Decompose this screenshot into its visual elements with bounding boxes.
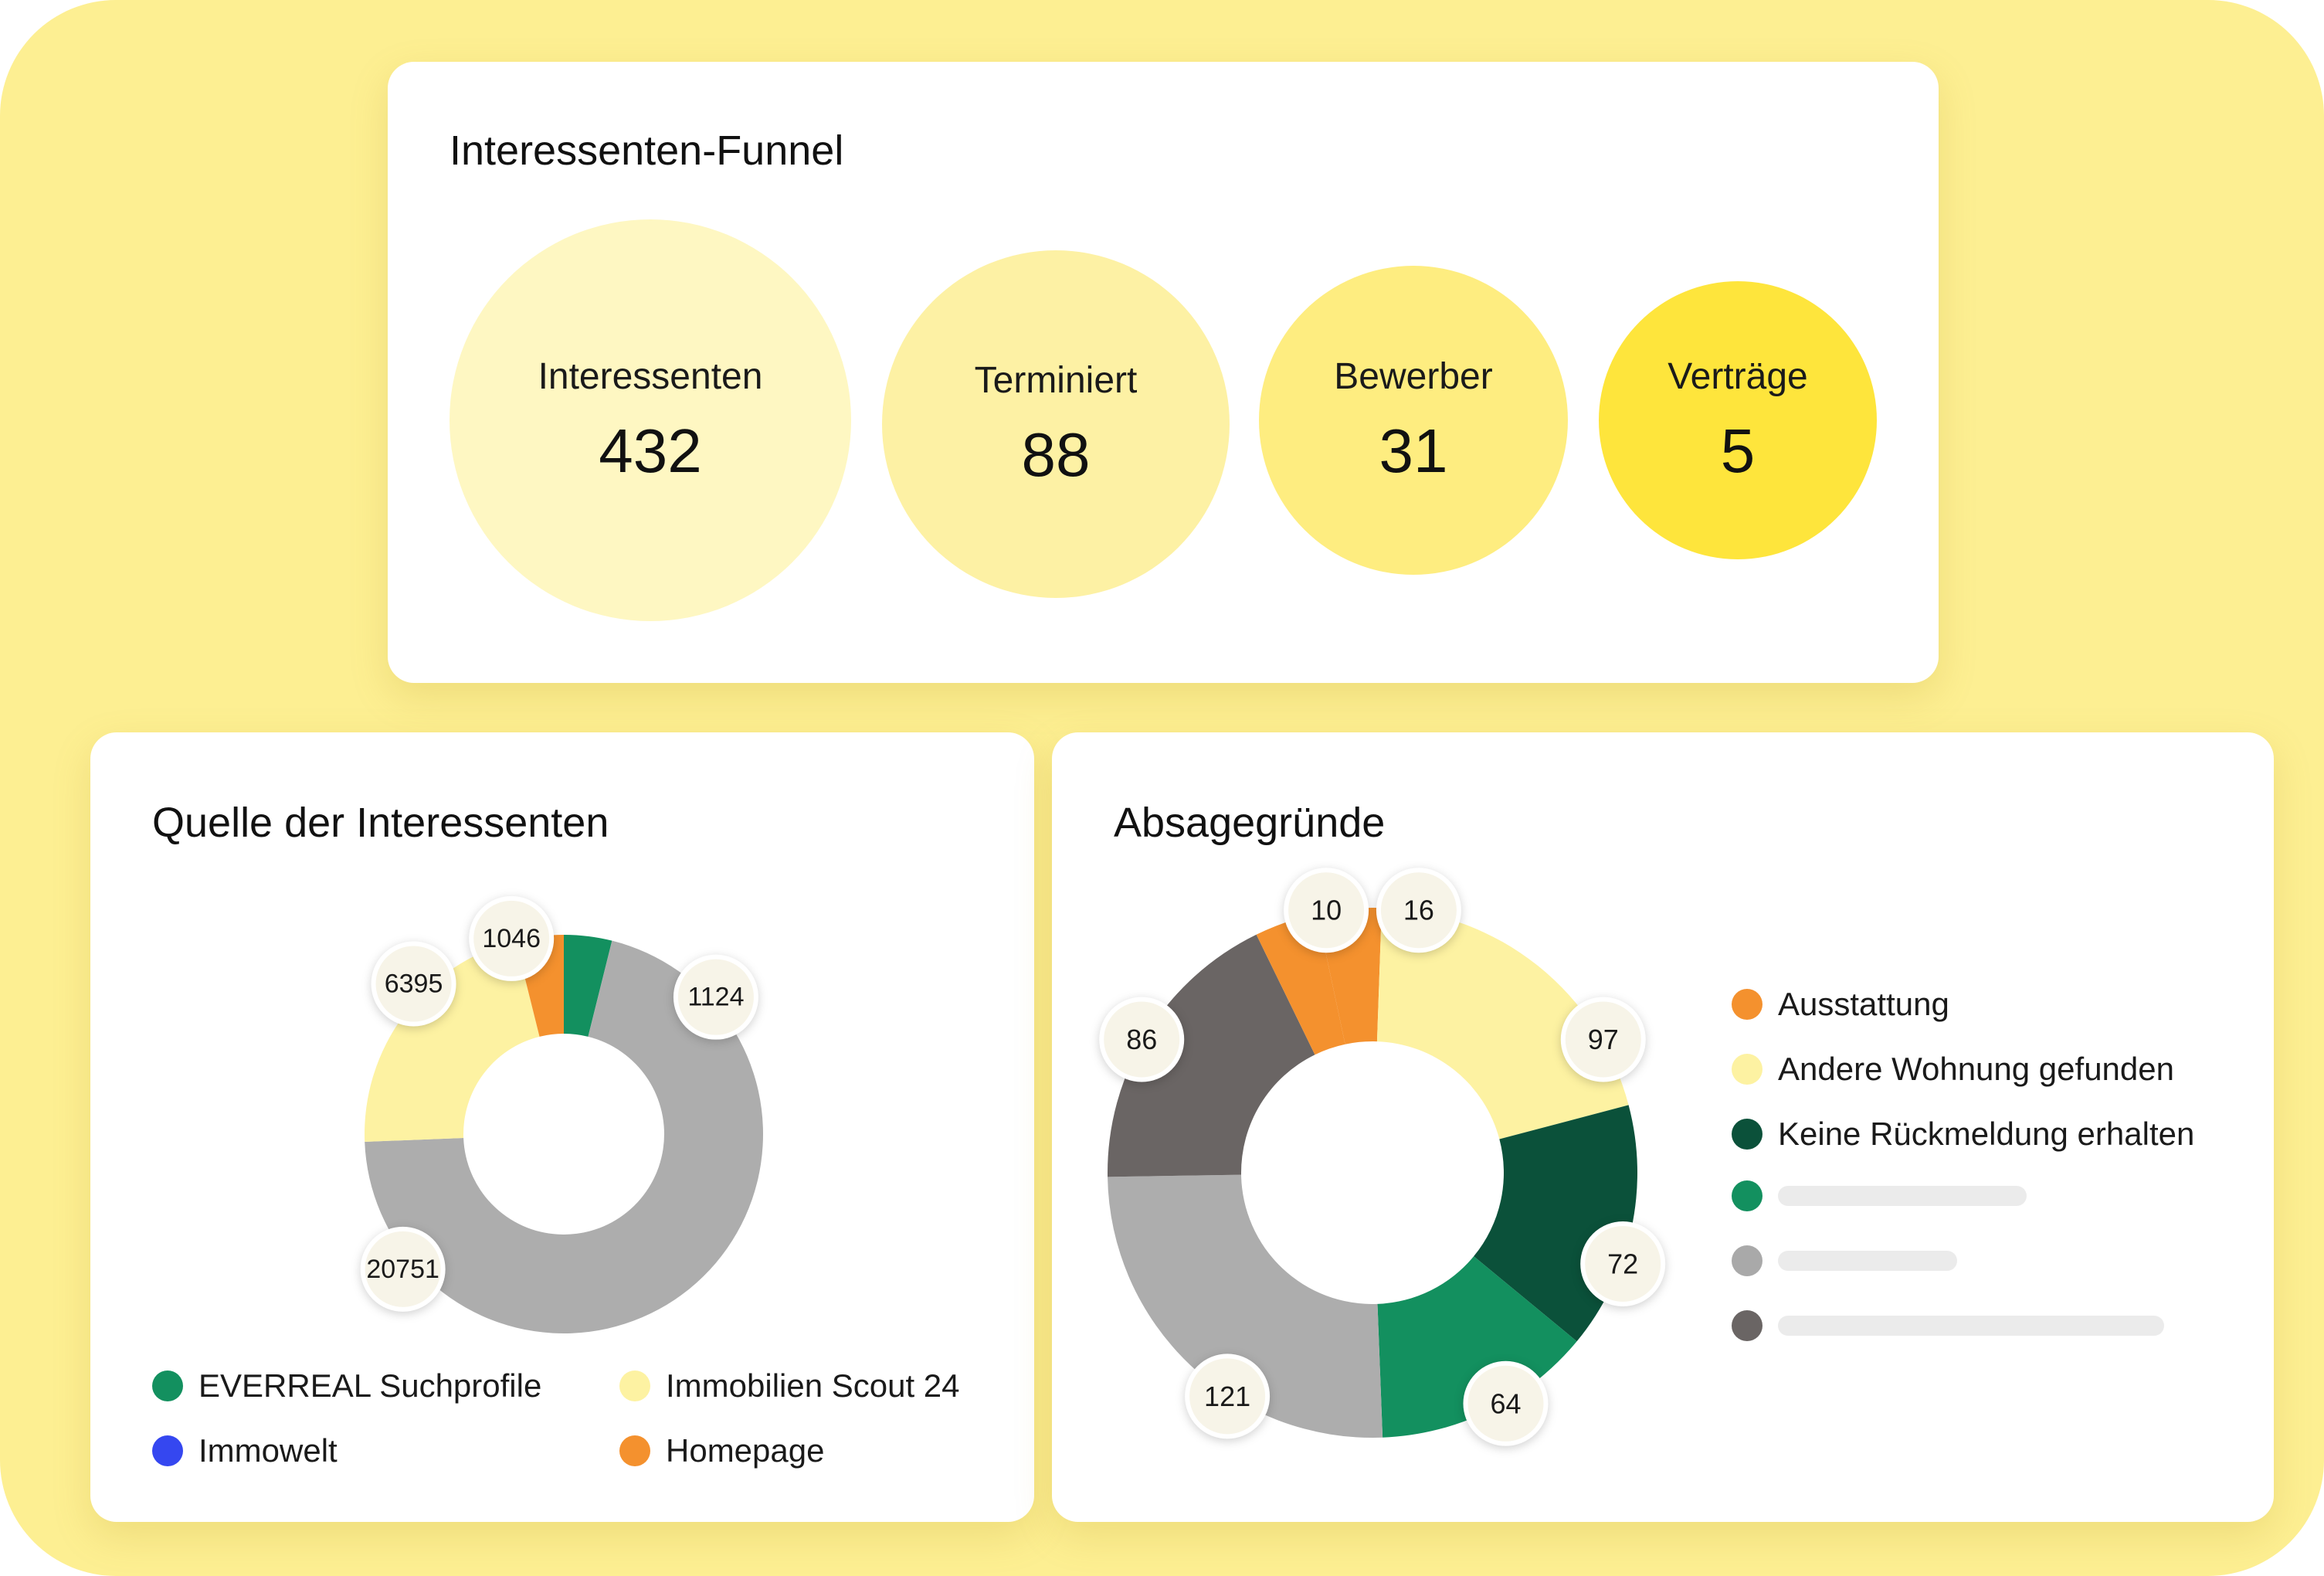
absage-donut-chart: 16 97 72 64 121 86 10	[1099, 868, 1666, 1446]
legend-placeholder-bar	[1778, 1316, 2164, 1336]
donut-slice	[1108, 934, 1315, 1177]
badge-circle	[673, 954, 758, 1040]
funnel-stage-label: Terminiert	[974, 360, 1138, 401]
legend-placeholder-bar	[1778, 1186, 2027, 1206]
badge-circle	[1580, 1221, 1666, 1306]
funnel-stage-value: 432	[599, 416, 702, 485]
badge-circle	[1185, 1354, 1271, 1439]
badge-label: 86	[1126, 1024, 1157, 1055]
funnel-card: Interessenten-Funnel Interessenten 432 T…	[388, 62, 1939, 683]
absage-card: Absagegründe 16 97 72 64 121 86 10 Ausstattung…	[1052, 732, 2274, 1522]
badge-label: 1046	[482, 924, 541, 953]
legend-label: Immowelt	[198, 1432, 338, 1469]
source-legend-immowelt: Immowelt	[152, 1432, 338, 1469]
legend-label: Ausstattung	[1778, 986, 1949, 1022]
badge-label: 72	[1607, 1248, 1638, 1279]
legend-color-dot	[1732, 1119, 1763, 1150]
donut-slice	[1376, 908, 1629, 1140]
donut-slice	[365, 940, 540, 1142]
absage-legend-ausstattung: Ausstattung	[1732, 986, 1949, 1023]
badge-label: 97	[1588, 1024, 1619, 1055]
absage-title: Absagegründe	[1114, 800, 1386, 846]
donut-slice	[365, 940, 764, 1333]
source-title: Quelle der Interessenten	[152, 800, 609, 846]
donut-value-badge: 121	[1185, 1354, 1271, 1439]
funnel-bubble-vertraege: Verträge 5	[1599, 281, 1877, 559]
funnel-stage-label: Verträge	[1668, 356, 1808, 397]
absage-legend-placeholder-3	[1732, 1310, 2164, 1341]
badge-label: 1124	[687, 983, 744, 1012]
absage-legend-keine-rueckmeldung: Keine Rückmeldung erhalten	[1732, 1116, 2194, 1153]
legend-color-dot	[619, 1371, 650, 1401]
absage-legend-placeholder-1	[1732, 1180, 2027, 1211]
donut-value-badge: 20751	[360, 1226, 446, 1312]
legend-label: Homepage	[666, 1432, 825, 1469]
donut-value-badge: 64	[1463, 1360, 1549, 1446]
badge-circle	[1284, 868, 1369, 953]
badge-circle	[1099, 997, 1185, 1082]
funnel-stage-label: Interessenten	[538, 356, 763, 397]
legend-color-dot	[1732, 1310, 1763, 1341]
funnel-bubble-bewerber: Bewerber 31	[1259, 266, 1568, 575]
legend-color-dot	[1732, 1245, 1763, 1276]
donut-value-badge: 97	[1560, 997, 1646, 1082]
absage-legend-placeholder-2	[1732, 1245, 1957, 1276]
donut-slice	[1377, 1256, 1577, 1438]
donut-value-badge: 86	[1099, 997, 1185, 1082]
funnel-bubble-interessenten: Interessenten 432	[450, 219, 851, 621]
donut-value-badge: 72	[1580, 1221, 1666, 1306]
funnel-title: Interessenten-Funnel	[450, 127, 844, 174]
donut-value-badge: 1046	[469, 895, 555, 981]
funnel-bubble-terminiert: Terminiert 88	[882, 250, 1230, 598]
donut-value-badge: 10	[1284, 868, 1369, 953]
badge-label: 6395	[385, 970, 443, 999]
badge-circle	[360, 1226, 446, 1312]
donut-value-badge: 1124	[673, 954, 758, 1040]
legend-label: Keine Rückmeldung erhalten	[1778, 1116, 2195, 1152]
badge-circle	[1463, 1360, 1549, 1446]
donut-value-badge: 6395	[371, 941, 456, 1027]
source-legend-immoscout: Immobilien Scout 24	[619, 1367, 960, 1404]
funnel-stage-label: Bewerber	[1334, 356, 1493, 397]
donut-slice	[1108, 1174, 1383, 1438]
legend-color-dot	[152, 1435, 183, 1466]
badge-label: 10	[1311, 895, 1342, 926]
badge-circle	[371, 941, 456, 1027]
funnel-stage-value: 5	[1720, 416, 1756, 485]
funnel-stage-value: 88	[1021, 420, 1091, 489]
donut-slice	[564, 935, 612, 1037]
source-donut-chart: 1124 20751 6395 1046	[360, 895, 764, 1333]
legend-label: Andere Wohnung gefunden	[1778, 1051, 2174, 1087]
legend-color-dot	[1732, 1180, 1763, 1211]
funnel-stage-value: 31	[1379, 416, 1448, 485]
legend-placeholder-bar	[1778, 1251, 1957, 1271]
legend-label: Immobilien Scout 24	[666, 1367, 960, 1404]
legend-color-dot	[1732, 1054, 1763, 1085]
badge-circle	[1376, 868, 1461, 953]
source-legend-homepage: Homepage	[619, 1432, 824, 1469]
legend-color-dot	[152, 1371, 183, 1401]
legend-color-dot	[1732, 989, 1763, 1020]
badge-circle	[469, 895, 555, 981]
absage-legend-andere-wohnung: Andere Wohnung gefunden	[1732, 1051, 2174, 1088]
badge-label: 64	[1490, 1387, 1521, 1419]
legend-label: EVERREAL Suchprofile	[198, 1367, 542, 1404]
badge-circle	[1560, 997, 1646, 1082]
legend-color-dot	[619, 1435, 650, 1466]
badge-label: 16	[1403, 895, 1434, 926]
donut-value-badge: 16	[1376, 868, 1461, 953]
source-legend-everreal: EVERREAL Suchprofile	[152, 1367, 541, 1404]
badge-label: 20751	[366, 1255, 439, 1284]
source-card: Quelle der Interessenten 1124 20751 6395 10…	[90, 732, 1034, 1522]
badge-label: 121	[1204, 1381, 1250, 1412]
